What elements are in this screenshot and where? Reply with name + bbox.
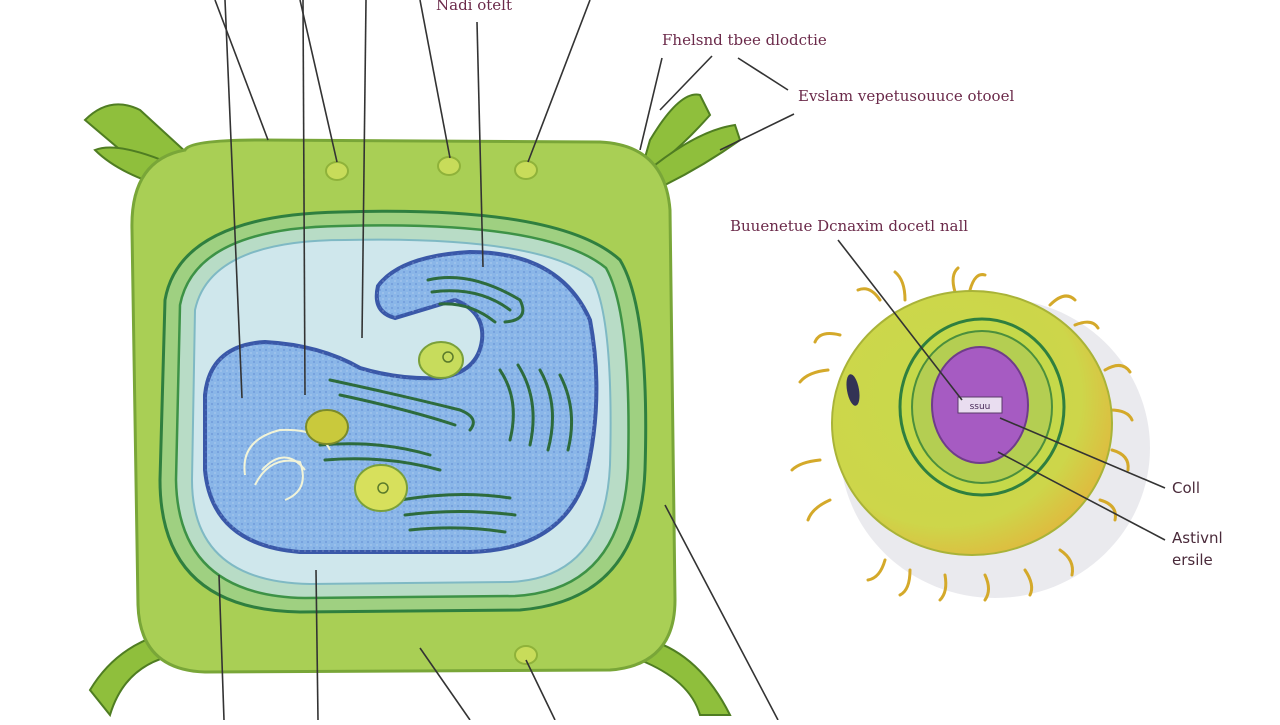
label-cell: Coll xyxy=(1172,479,1200,497)
label-top: Nadi otelt xyxy=(436,0,512,14)
endoplasmic-reticulum xyxy=(318,276,574,534)
label-right-1: Fhelsnd tbee dlodctie xyxy=(662,31,827,49)
organelles xyxy=(305,341,464,512)
inner-tag-box xyxy=(957,396,1003,414)
animal-cell-cilia xyxy=(790,266,1134,602)
plasmodesmata xyxy=(325,156,538,665)
label-right-2: Evslam vepetusouuce otooel xyxy=(798,87,1015,105)
animal-cell xyxy=(790,266,1150,602)
leader-lines-animal xyxy=(837,239,1166,541)
label-animal-title: Buuenetue Dcnaxim docetl nall xyxy=(730,217,969,235)
inner-tag-text: ssuu xyxy=(970,402,991,412)
label-animal: Astivnl ersile xyxy=(1172,529,1223,569)
leader-lines-plant xyxy=(214,0,795,721)
